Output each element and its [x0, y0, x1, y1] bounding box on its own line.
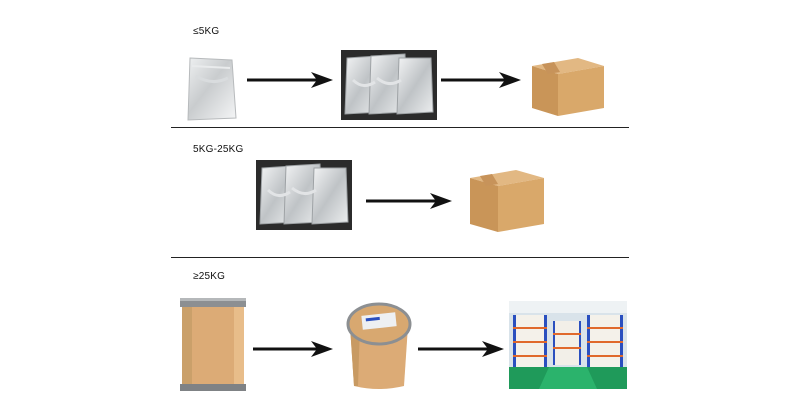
carton-box-image: [528, 52, 606, 118]
carton-box-image: [466, 164, 546, 234]
section-label-under-5kg: ≤5KG: [193, 26, 219, 37]
section-label-5kg-25kg: 5KG-25KG: [193, 144, 244, 155]
arrow-right-icon: [253, 341, 333, 357]
warehouse-photo-image: [509, 301, 627, 389]
arrow-right-icon: [366, 193, 452, 209]
foil-bags-group-image: [256, 160, 352, 230]
fiber-drum-image: [178, 296, 248, 394]
section-divider: [171, 127, 629, 128]
fiber-drum-lid-image: [344, 298, 414, 392]
foil-bags-group-image: [341, 50, 437, 120]
arrow-right-icon: [247, 72, 333, 88]
section-label-over-25kg: ≥25KG: [193, 271, 225, 282]
section-divider: [171, 257, 629, 258]
arrow-right-icon: [441, 72, 521, 88]
foil-bag-image: [186, 56, 238, 122]
arrow-right-icon: [418, 341, 504, 357]
